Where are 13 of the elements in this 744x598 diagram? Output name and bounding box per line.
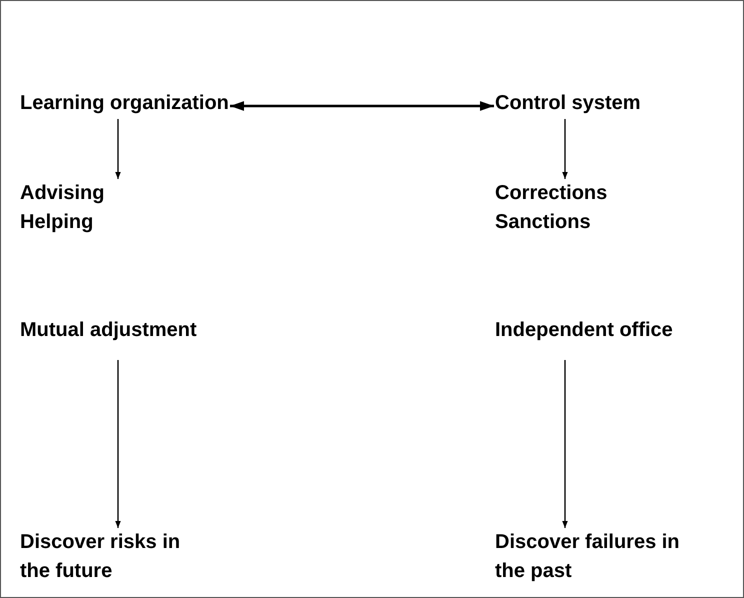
node-label: Discover risks in the future bbox=[20, 528, 190, 588]
node-label: Corrections Sanctions bbox=[495, 179, 645, 239]
arrow bbox=[562, 360, 568, 528]
node-label: Learning organization bbox=[20, 89, 229, 119]
node-label: Independent office bbox=[495, 316, 673, 346]
node-label: Control system bbox=[495, 89, 641, 119]
arrow bbox=[562, 119, 568, 179]
node-label: Advising Helping bbox=[20, 179, 140, 239]
node-label: Discover failures in the past bbox=[495, 528, 695, 588]
arrow bbox=[115, 119, 121, 179]
node-label: Mutual adjustment bbox=[20, 316, 197, 346]
arrow bbox=[115, 360, 121, 528]
arrow bbox=[230, 101, 494, 111]
